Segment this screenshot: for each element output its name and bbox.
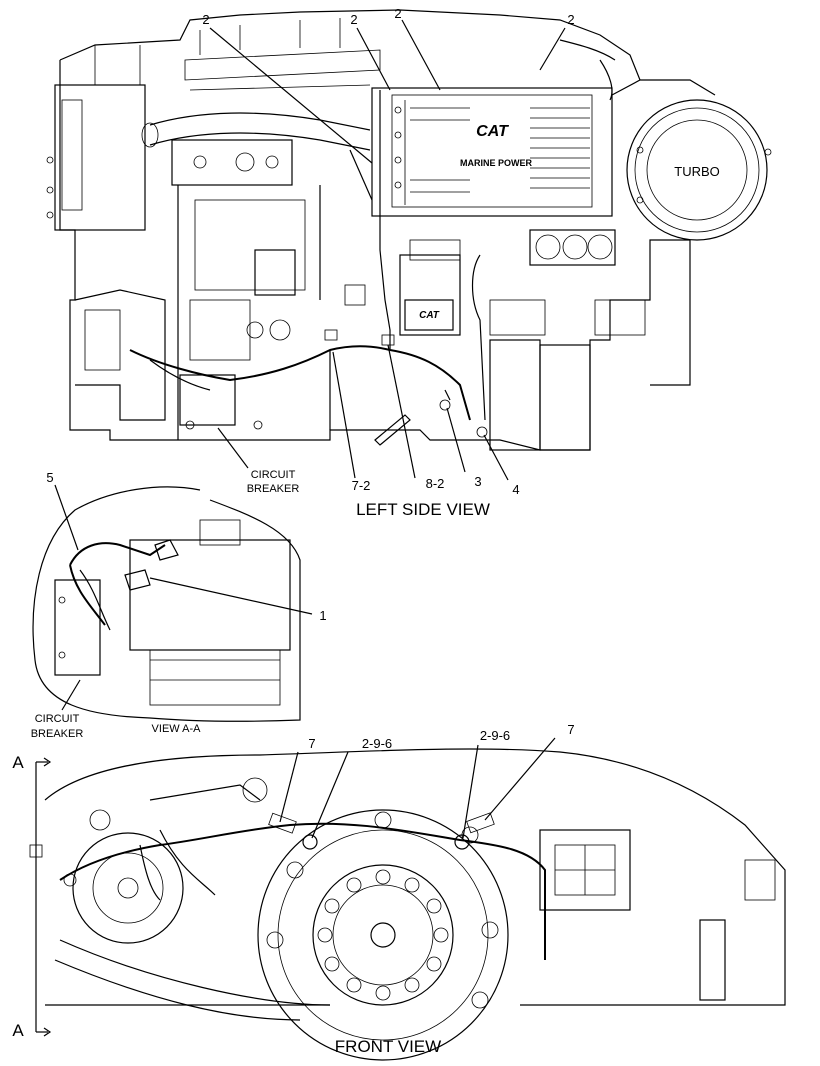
callout-2-c: 2 — [394, 6, 401, 21]
plate-logo: CAT — [419, 310, 440, 321]
front-callout-7-left: 7 — [308, 736, 315, 751]
view-aa: 5 1 CIRCUIT BREAKER VIEW A-A — [31, 470, 327, 740]
turbo-label: TURBO — [674, 164, 720, 179]
view-aa-circuit-breaker-line2: BREAKER — [31, 728, 84, 740]
front-callout-2-9-6-right: 2-9-6 — [480, 728, 510, 743]
section-marker-bottom: A — [12, 1021, 24, 1040]
callout-2-b: 2 — [350, 12, 357, 27]
view-aa-caption: VIEW A-A — [152, 723, 202, 735]
section-marker-top: A — [12, 753, 24, 772]
callout-4: 4 — [512, 482, 519, 497]
aftercooler-fins — [410, 107, 590, 193]
circuit-breaker-label-line1: CIRCUIT — [251, 469, 296, 481]
front-view: A A — [12, 722, 786, 1061]
left-side-view-caption: LEFT SIDE VIEW — [356, 500, 490, 519]
brand-logo: CAT — [476, 123, 509, 140]
callout-5: 5 — [46, 470, 53, 485]
front-callout-2-9-6-left: 2-9-6 — [362, 736, 392, 751]
callout-7-2: 7-2 — [352, 478, 371, 493]
left-side-view: CAT MARINE POWER TURBO CAT — [46, 6, 772, 519]
front-callout-7-right: 7 — [567, 722, 574, 737]
circuit-breaker-label-line2: BREAKER — [247, 483, 300, 495]
callout-1: 1 — [319, 608, 326, 623]
callout-3: 3 — [474, 474, 481, 489]
callout-8-2: 8-2 — [426, 476, 445, 491]
turbocharger: TURBO — [611, 79, 772, 241]
view-aa-circuit-breaker-line1: CIRCUIT — [35, 713, 80, 725]
front-view-caption: FRONT VIEW — [335, 1037, 441, 1056]
callout-2-a: 2 — [202, 12, 209, 27]
callout-2-d: 2 — [567, 12, 574, 27]
brand-text: MARINE POWER — [460, 158, 533, 168]
